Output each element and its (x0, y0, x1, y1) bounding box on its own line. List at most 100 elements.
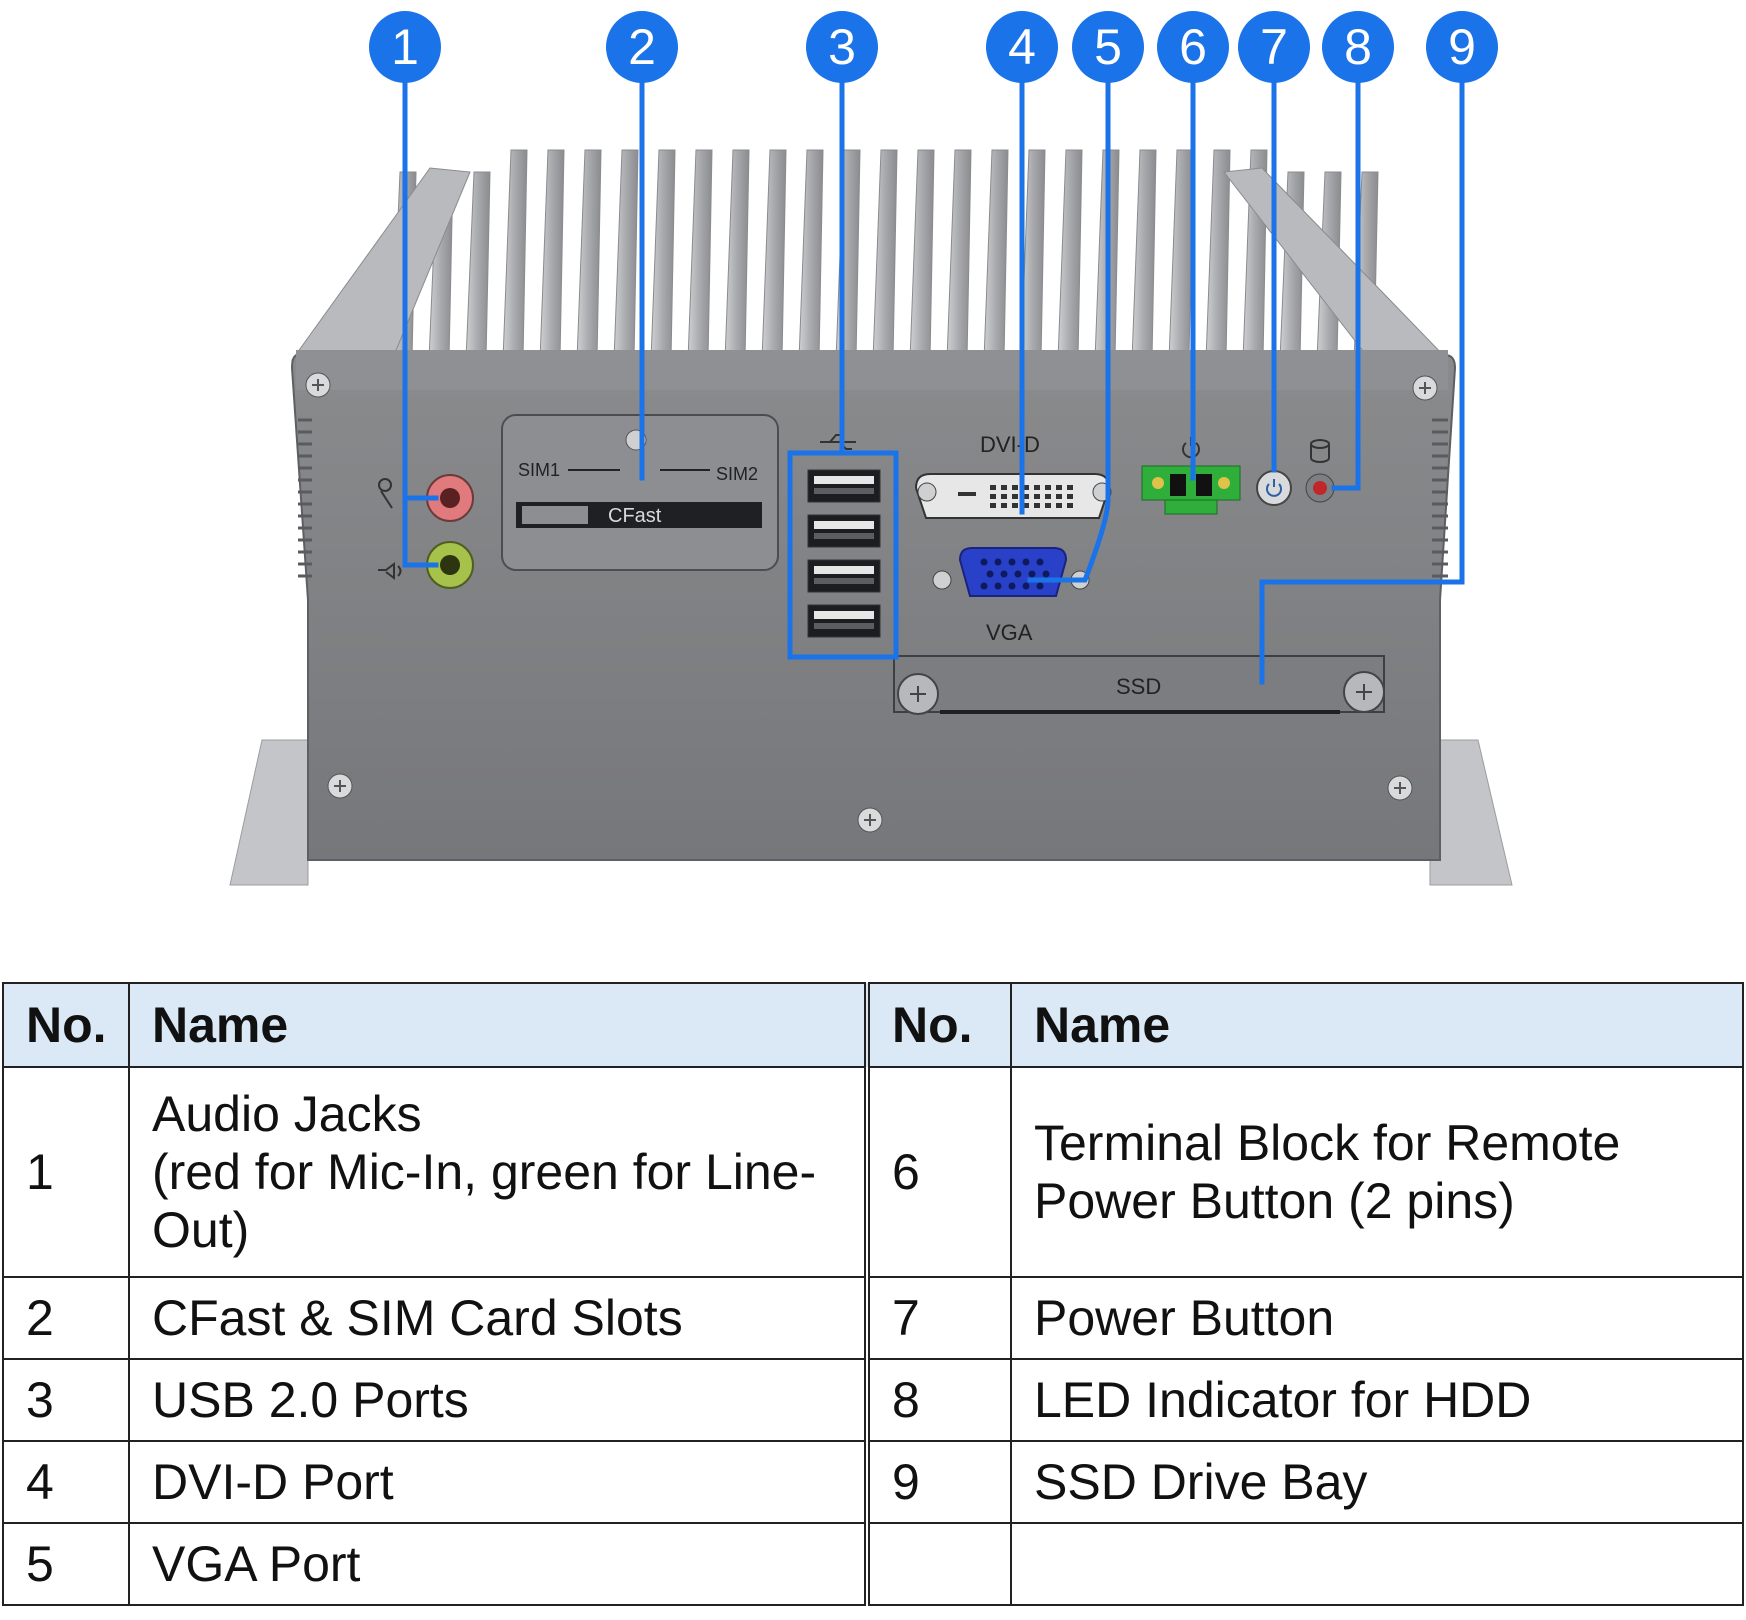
screw-icon (1387, 775, 1413, 801)
screw-icon (327, 773, 353, 799)
callout-number: 1 (391, 19, 419, 75)
callout-number: 3 (828, 19, 856, 75)
heatsink-fin (946, 149, 972, 361)
header-no-left: No. (2, 982, 130, 1068)
cfast-label: CFast (608, 505, 662, 527)
vga-label: VGA (986, 620, 1033, 645)
cfast-slot-tab (522, 506, 588, 524)
port-reference-table: No. Name No. Name 1 Audio Jacks (red for… (2, 982, 1744, 1606)
header-no-right: No. (866, 982, 1012, 1068)
left-mounting-foot (229, 739, 309, 886)
table-row: 3 USB 2.0 Ports 8 LED Indicator for HDD (2, 1358, 1744, 1442)
vga-port (932, 547, 1090, 597)
callout-badges: 1 2 3 4 5 6 7 8 9 (369, 11, 1498, 83)
microphone-icon (378, 478, 393, 509)
callout-number: 9 (1448, 19, 1476, 75)
screw-icon (1412, 375, 1438, 401)
power-button (1256, 470, 1292, 506)
hdd-icon (1310, 439, 1330, 463)
sim2-label: SIM2 (716, 464, 758, 484)
heatsink-fin (539, 149, 565, 361)
screw-icon (857, 807, 883, 833)
row-name-line: Out) (152, 1202, 250, 1258)
usb-port-stack (807, 469, 881, 638)
row-number: 3 (2, 1358, 130, 1442)
row-name: LED Indicator for HDD (1010, 1358, 1744, 1442)
row-name-line: Power Button (2 pins) (1034, 1173, 1515, 1229)
row-number: 2 (2, 1276, 130, 1360)
callout-badge: 6 (1157, 11, 1229, 83)
dvi-d-port (914, 473, 1112, 519)
callout-number: 7 (1260, 19, 1288, 75)
callout-badge: 9 (1426, 11, 1498, 83)
row-name: Power Button (1010, 1276, 1744, 1360)
heatsink-fin (650, 149, 676, 361)
right-side-vents (1432, 418, 1448, 578)
callout-number: 2 (628, 19, 656, 75)
hdd-led-indicator (1305, 473, 1335, 503)
callout-number: 4 (1008, 19, 1036, 75)
row-name: CFast & SIM Card Slots (128, 1276, 870, 1360)
device-rear-panel-diagram: SIM1 SIM2 CFast DVI-D VGA (229, 11, 1513, 886)
row-number (866, 1522, 1012, 1606)
dvi-label: DVI-D (980, 432, 1040, 457)
row-number: 5 (2, 1522, 130, 1606)
callout-number: 8 (1344, 19, 1372, 75)
line-out-jack (426, 541, 474, 589)
header-name-left: Name (128, 982, 870, 1068)
panel-top-lip (296, 350, 1448, 390)
row-number: 4 (2, 1440, 130, 1524)
left-side-vents (298, 418, 312, 578)
row-name-line: Audio Jacks (152, 1086, 422, 1142)
heatsink-fin (798, 149, 824, 361)
table-row: 5 VGA Port (2, 1522, 1744, 1606)
heatsink-fin (613, 149, 639, 361)
speaker-icon (378, 562, 402, 580)
heatsink-fin (909, 149, 935, 361)
row-name (1010, 1522, 1744, 1606)
heatsink-fin (502, 149, 528, 361)
heatsink-fin (983, 149, 1009, 361)
callout-badge: 3 (806, 11, 878, 83)
heatsink-fin (872, 149, 898, 361)
screw-icon (305, 372, 331, 398)
ssd-drive-bay (893, 655, 1385, 715)
callout-leader-lines (402, 47, 1465, 685)
callout-badge: 1 (369, 11, 441, 83)
sim1-label: SIM1 (518, 460, 560, 480)
callout-badge: 8 (1322, 11, 1394, 83)
callout-number: 6 (1179, 19, 1207, 75)
table-row: 4 DVI-D Port 9 SSD Drive Bay (2, 1440, 1744, 1524)
right-mounting-foot (1429, 739, 1513, 886)
callout-badge: 4 (986, 11, 1058, 83)
heatsink-fin (687, 149, 713, 361)
row-number: 1 (2, 1066, 130, 1278)
heatsink-fin (465, 171, 491, 361)
row-name: VGA Port (128, 1522, 870, 1606)
header-name-right: Name (1010, 982, 1744, 1068)
heatsink-fins (291, 149, 1450, 361)
heatsink-fin (1131, 149, 1157, 361)
heatsink-fin (761, 149, 787, 361)
usb-port (807, 604, 881, 638)
heatsink-fin (1020, 149, 1046, 361)
row-name: DVI-D Port (128, 1440, 870, 1524)
row-number: 8 (866, 1358, 1012, 1442)
table-row: 1 Audio Jacks (red for Mic-In, green for… (2, 1066, 1744, 1278)
table-header-row: No. Name No. Name (2, 982, 1744, 1068)
row-number: 9 (866, 1440, 1012, 1524)
row-name: Terminal Block for Remote Power Button (… (1010, 1066, 1744, 1278)
row-name: USB 2.0 Ports (128, 1358, 870, 1442)
ssd-label: SSD (1116, 674, 1161, 699)
callout-badge: 7 (1238, 11, 1310, 83)
row-number: 7 (866, 1276, 1012, 1360)
heatsink-fin (1168, 149, 1194, 361)
row-name-line: (red for Mic-In, green for Line- (152, 1144, 817, 1200)
callout-badge: 5 (1072, 11, 1144, 83)
table-row: 2 CFast & SIM Card Slots 7 Power Button (2, 1276, 1744, 1360)
row-name: Audio Jacks (red for Mic-In, green for L… (128, 1066, 870, 1278)
heatsink-fin (1205, 149, 1231, 361)
row-name-line: Terminal Block for Remote (1034, 1115, 1621, 1171)
callout-badge: 2 (606, 11, 678, 83)
heatsink-fin (724, 149, 750, 361)
